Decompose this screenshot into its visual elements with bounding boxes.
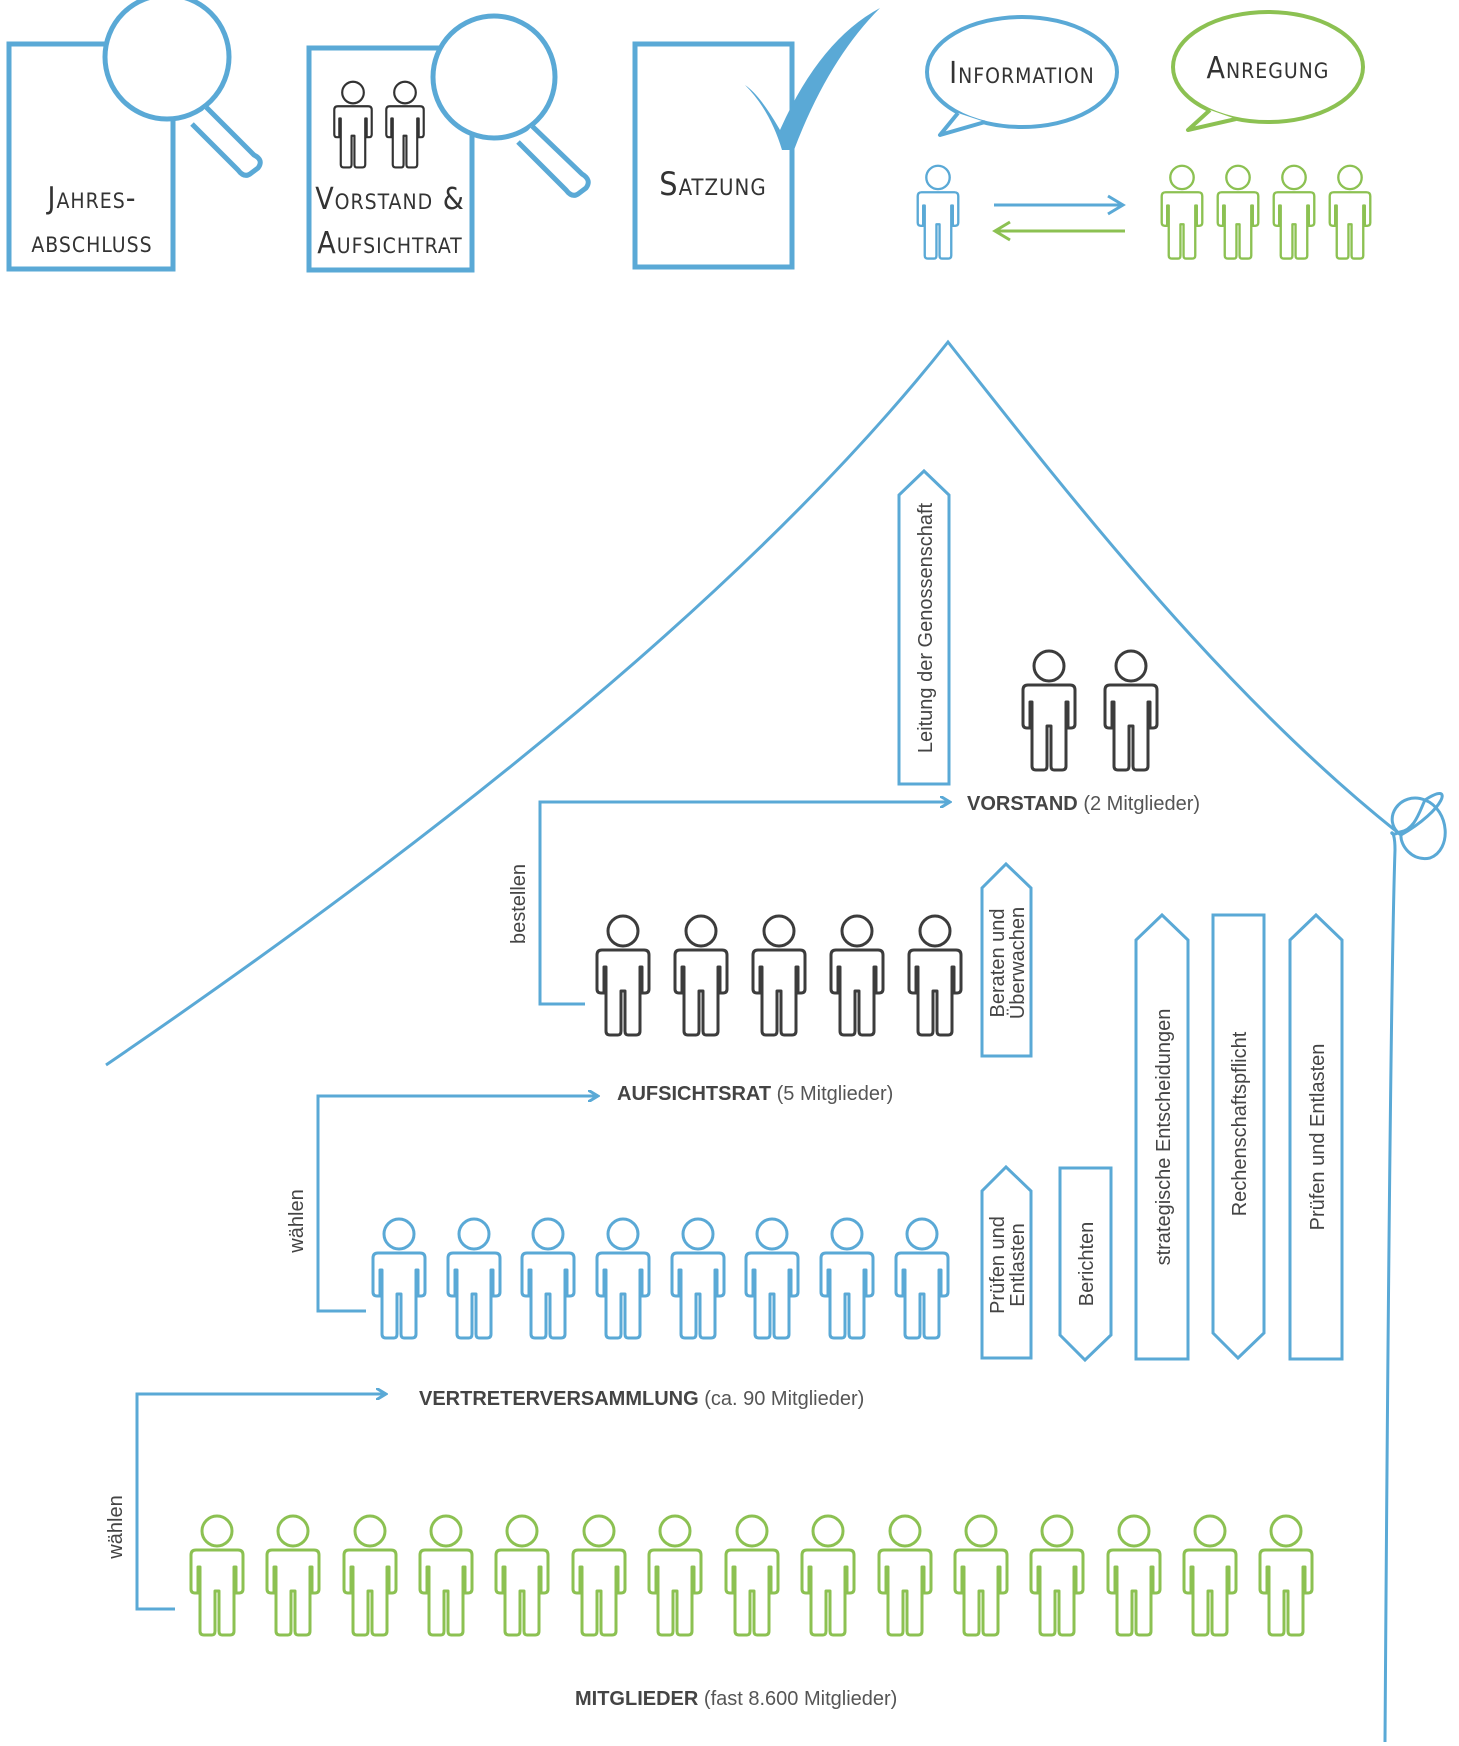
waehlen-connector-2: wählen xyxy=(105,1394,386,1611)
berichten-label: Berichten xyxy=(1076,1222,1098,1307)
jahresabschluss-icon: Jahres- abschluss xyxy=(6,0,263,272)
waehlen-label-1: wählen xyxy=(286,1189,308,1253)
vertreterversammlung-caption: VERTRETERVERSAMMLUNG (ca. 90 Mitglieder) xyxy=(419,1388,864,1410)
leitung-arrow: Leitung der Genossenschaft xyxy=(897,468,951,786)
aufsichtsrat-people xyxy=(595,914,963,1037)
information-label: Information xyxy=(949,56,1095,91)
anregung-bubble: Anregung xyxy=(1171,10,1365,132)
pruefen-entlasten-arrow: Prüfen und Entlasten xyxy=(1288,912,1344,1361)
house-loop-outline xyxy=(1390,796,1447,861)
vorstand-caption: VORSTAND (2 Mitglieder) xyxy=(967,793,1200,815)
mitglieder-people xyxy=(189,1514,1314,1637)
berichten-arrow: Berichten xyxy=(1058,1166,1113,1363)
aufsichtsrat-caption: AUFSICHTSRAT (5 Mitglieder) xyxy=(617,1083,893,1105)
information-bubble: Information xyxy=(925,15,1119,137)
bestellen-connector: bestellen xyxy=(508,802,950,1006)
pruefen-arrow: Prüfen und Entlasten xyxy=(980,1164,1033,1360)
anregung-label: Anregung xyxy=(1207,51,1330,86)
information-person-icon xyxy=(916,164,960,260)
mitglieder-caption: MITGLIEDER (fast 8.600 Mitglieder) xyxy=(575,1688,897,1710)
pruefen-label-line1: Prüfen und xyxy=(987,1216,1009,1314)
exchange-arrows-icon xyxy=(992,194,1126,242)
jahresabschluss-label-line1: Jahres- xyxy=(46,181,137,216)
beraten-label-line1: Beraten und xyxy=(987,909,1009,1018)
rechenschaft-arrow: Rechenschaftspflicht xyxy=(1211,913,1266,1361)
waehlen-connector-1: wählen xyxy=(286,1096,598,1313)
strategische-label: strategische Entscheidungen xyxy=(1153,1009,1175,1266)
house-roof-outline xyxy=(105,339,1444,1743)
leitung-label: Leitung der Genossenschaft xyxy=(915,502,937,753)
satzung-icon: Satzung xyxy=(632,8,880,270)
vorstand-aufsichtrat-icon: Vorstand & Aufsichtrat xyxy=(306,13,591,273)
vorstand-aufsichtrat-label-line2: Aufsichtrat xyxy=(317,226,462,261)
vorstand-people xyxy=(1021,649,1159,772)
pruefen-label-line2: Entlasten xyxy=(1007,1223,1029,1306)
jahresabschluss-label-line2: abschluss xyxy=(31,225,152,260)
beraten-arrow: Beraten und Überwachen xyxy=(980,861,1033,1058)
waehlen-label-2: wählen xyxy=(105,1495,127,1559)
satzung-label: Satzung xyxy=(659,165,766,203)
anregung-people-icon xyxy=(1160,164,1372,260)
rechenschaft-label: Rechenschaftspflicht xyxy=(1229,1031,1251,1216)
beraten-label-line2: Überwachen xyxy=(1007,907,1029,1019)
checkmark-icon xyxy=(745,8,880,150)
pruefen-entlasten-label: Prüfen und Entlasten xyxy=(1307,1044,1329,1231)
bestellen-label: bestellen xyxy=(508,864,530,944)
vorstand-aufsichtrat-label-line1: Vorstand & xyxy=(315,182,465,217)
strategische-arrow: strategische Entscheidungen xyxy=(1134,912,1190,1361)
vertreterversammlung-people xyxy=(371,1217,950,1340)
